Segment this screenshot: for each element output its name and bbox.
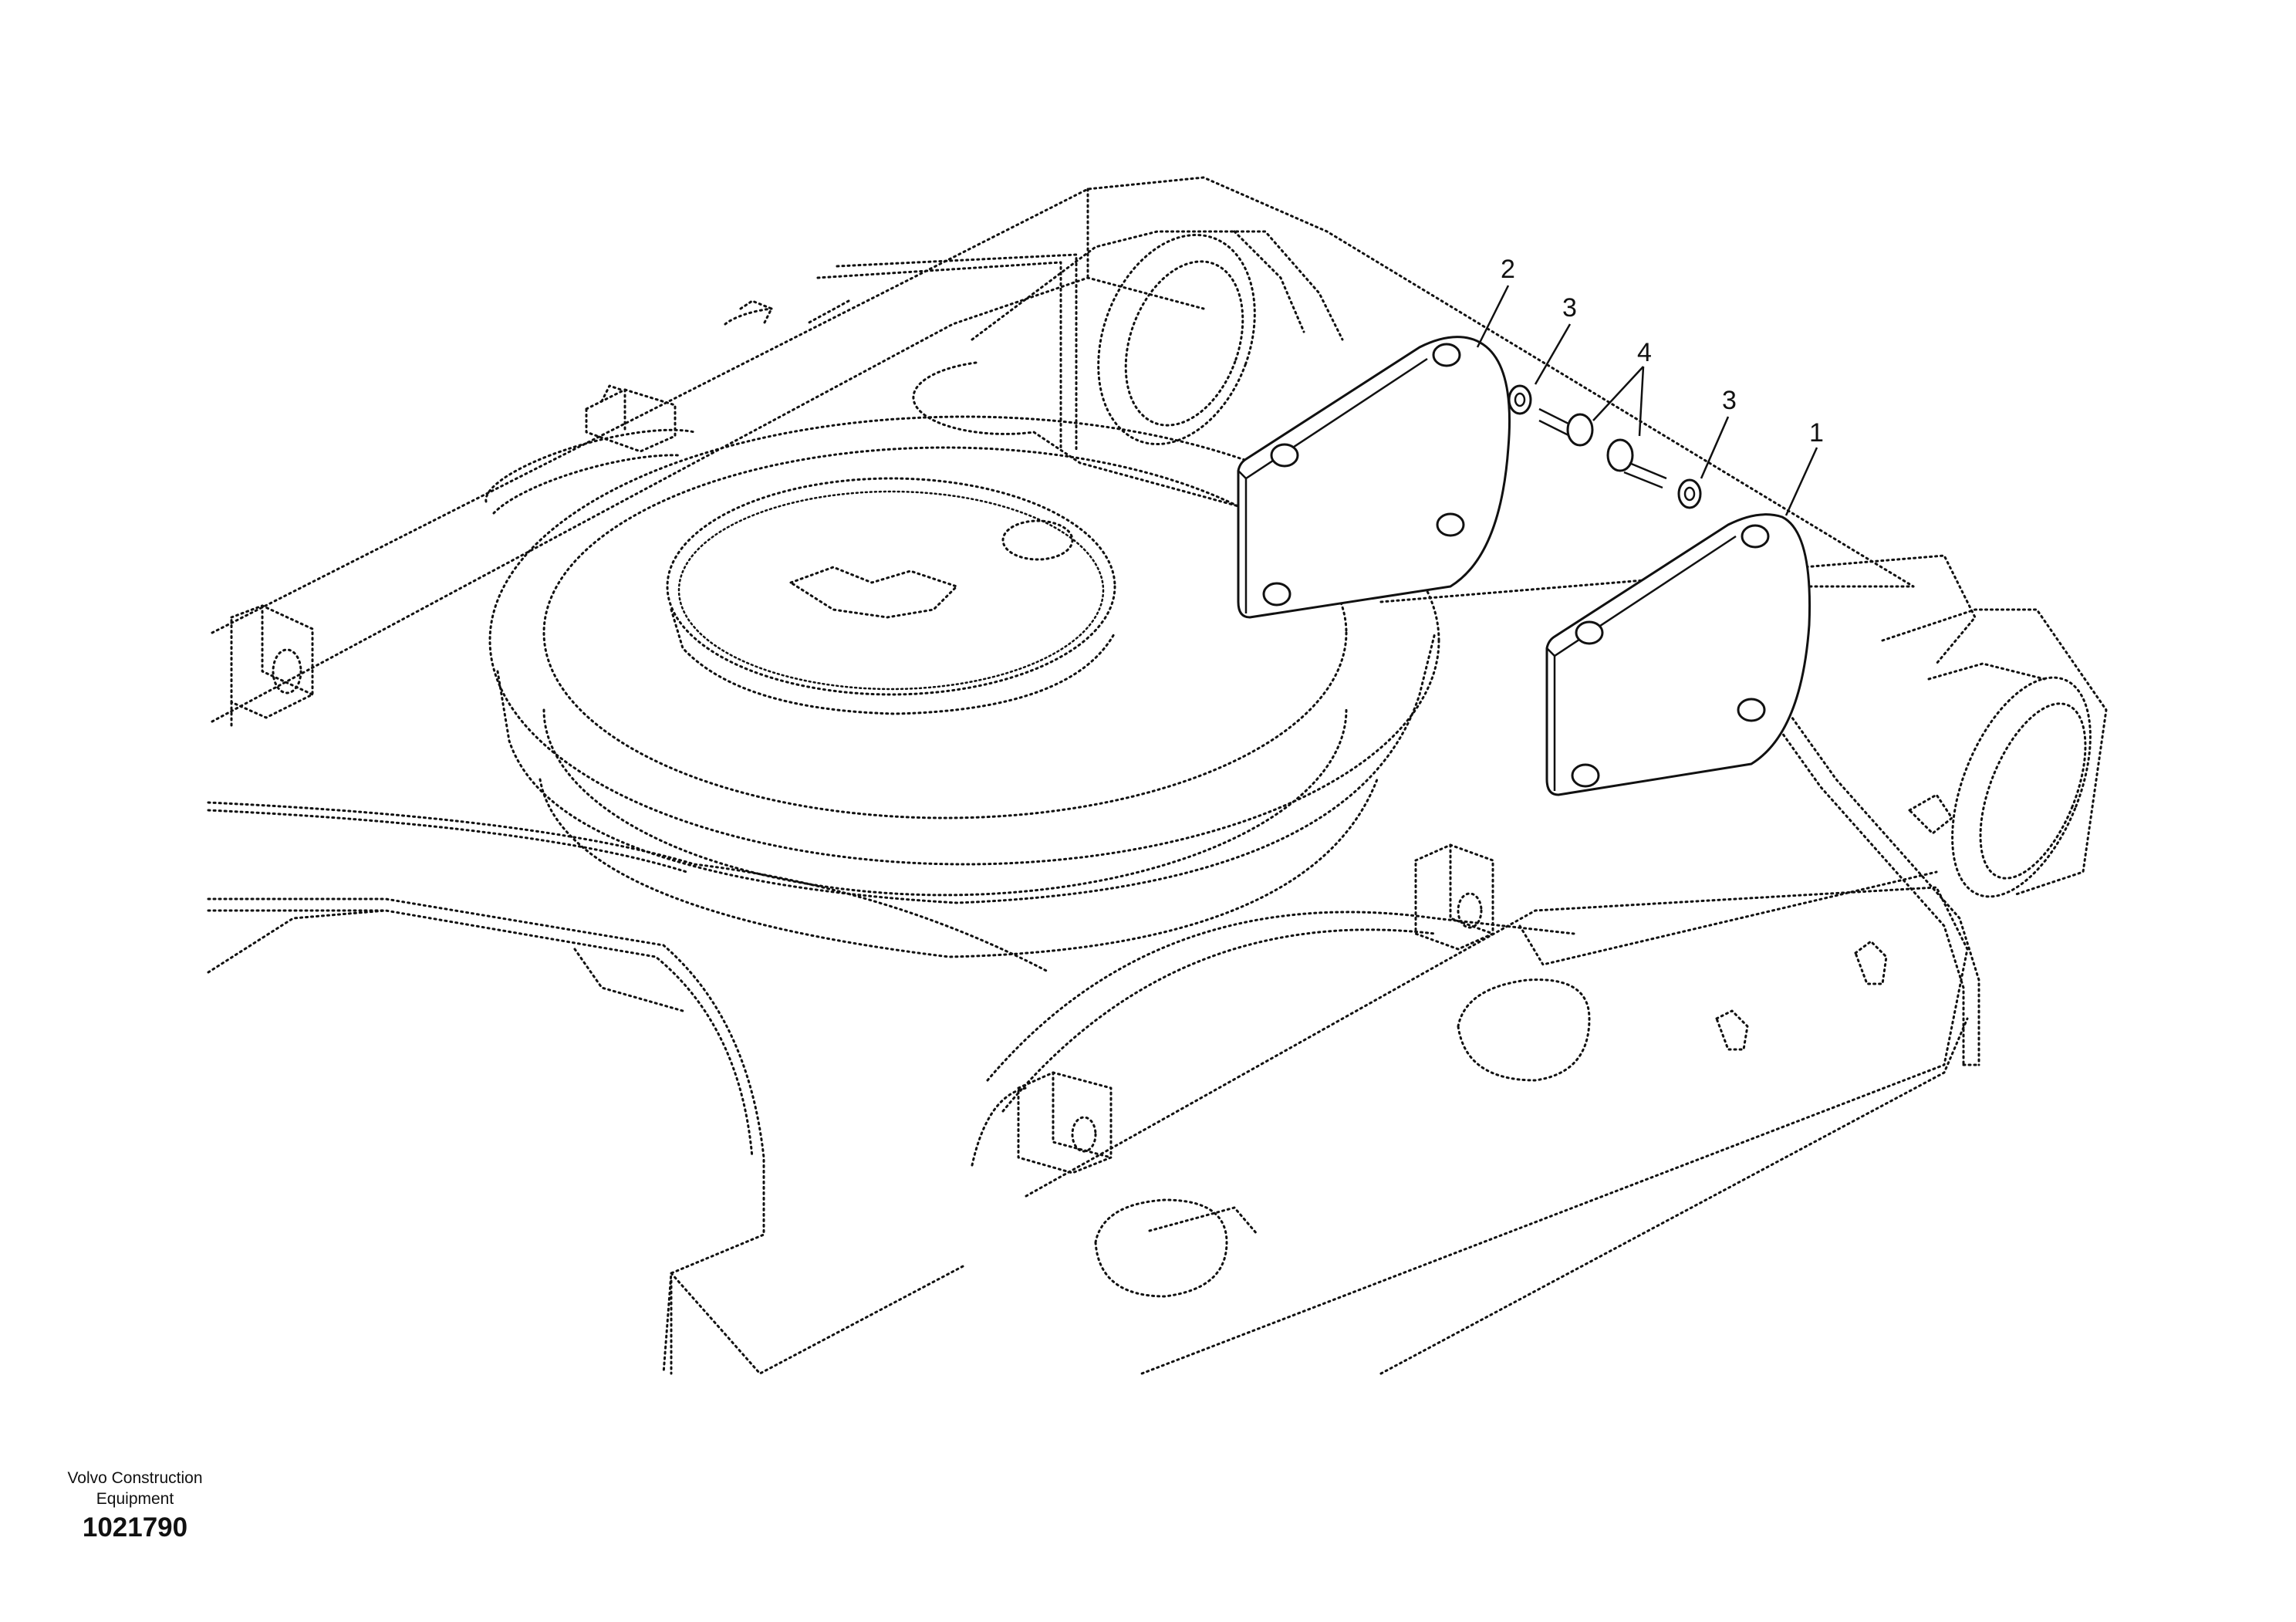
bolt-hole (1571, 763, 1600, 788)
company-name-line1: Volvo Construction (67, 1469, 203, 1487)
callout-3a: 3 (1562, 293, 1577, 323)
callout-4: 4 (1637, 338, 1652, 367)
bolt-4-upper (1538, 407, 1594, 447)
upper-right-tube (912, 230, 1344, 511)
bolt-4-lower (1606, 438, 1667, 489)
company-name-line2: Equipment (96, 1490, 174, 1508)
company-name: Volvo Construction Equipment (35, 1468, 235, 1509)
access-openings (1094, 940, 1888, 1298)
callout-3b: 3 (1722, 386, 1737, 415)
bolt-hole (1737, 698, 1766, 722)
drawing-number: 1021790 (82, 1512, 188, 1543)
washer-3-upper (1508, 384, 1532, 415)
upper-frame-structure (211, 176, 1977, 723)
callout-1: 1 (1809, 418, 1824, 448)
callout-leaders (1476, 285, 1818, 516)
cover-plate-1 (1545, 513, 1811, 796)
bolt-hole (1575, 620, 1604, 645)
washer-3-lower (1677, 478, 1702, 509)
bolt-hole (1432, 343, 1461, 367)
slewing-ring (488, 415, 1440, 958)
lower-frame-structure (207, 801, 1969, 1375)
bolt-hole (1262, 582, 1292, 607)
bolt-hole (1741, 524, 1770, 549)
lower-mount-blocks (1017, 843, 1494, 1174)
bolt-hole (1270, 443, 1299, 468)
left-frame-block (230, 299, 773, 727)
bolt-hole (1436, 512, 1465, 537)
cover-plate-2 (1237, 336, 1511, 619)
callout-2: 2 (1501, 255, 1515, 284)
